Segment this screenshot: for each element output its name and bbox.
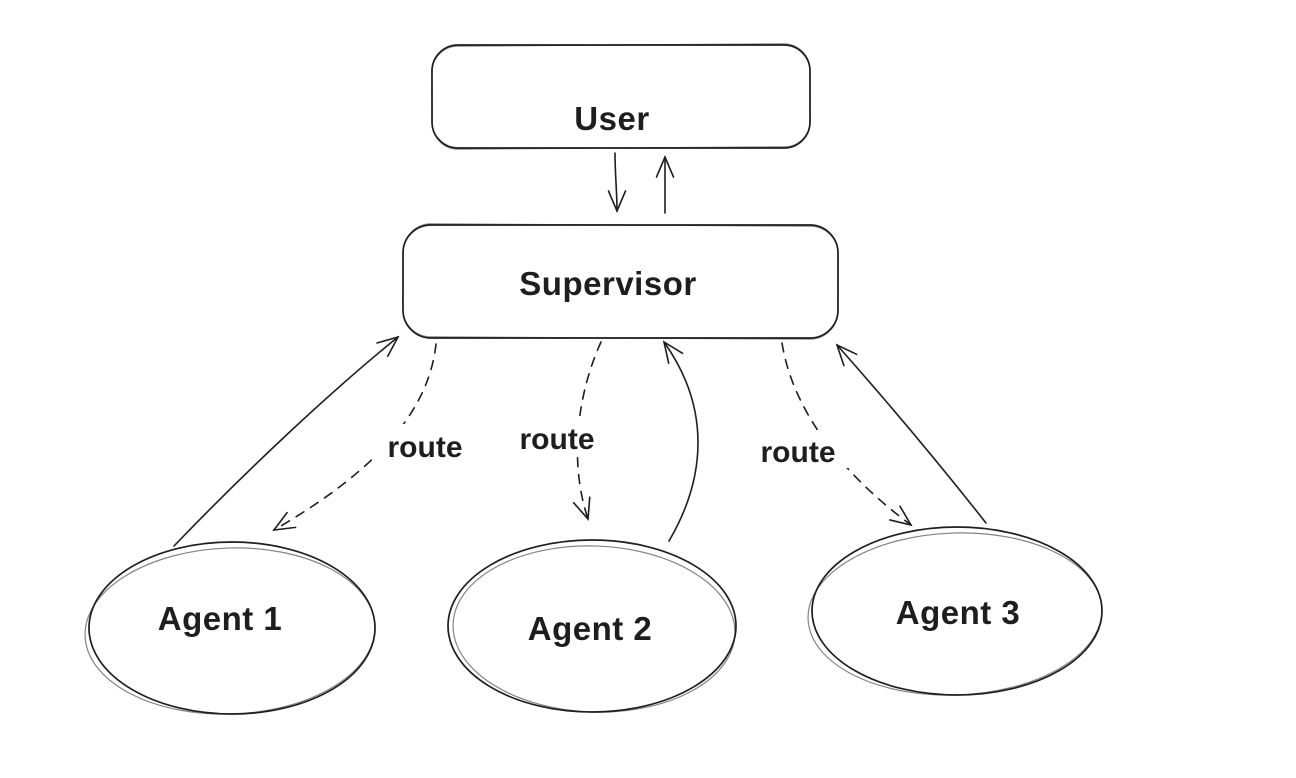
agent-2-label: Agent 2 [528,610,653,647]
route-2-label-text: route [520,423,595,456]
route-1-label-background [372,424,478,462]
agent-1-ellipse-sketch-line [84,547,376,715]
agent-3-label: Agent 3 [896,594,1021,631]
edge-agent-2-to-supervisor [662,340,699,542]
edge-agent-1-to-supervisor [173,335,400,547]
route-3-label-text: route [761,436,836,469]
user-label: User [574,100,649,137]
agent-1-label: Agent 1 [158,600,283,637]
supervisor-box-sketch-line [402,223,839,340]
node-supervisor: Supervisor [402,223,839,340]
edge-user-to-supervisor [607,152,627,214]
edge-supervisor-to-agent-1-route [272,343,437,532]
edge-label-route-2: route [504,416,610,456]
node-agent-3: Agent 3 [807,526,1103,696]
edge-agent-3-to-supervisor [835,343,987,524]
node-user: User [431,43,811,150]
route-2-label-background [504,416,610,454]
node-agent-1: Agent 1 [84,541,376,715]
node-agent-2: Agent 2 [447,539,737,713]
agent-2-ellipse-sketch-line [452,545,736,713]
route-1-label-text: route [388,431,463,464]
supervisor-label: Supervisor [519,265,696,302]
edge-label-route-1: route [372,424,478,464]
agent-3-ellipse-sketch-line [807,532,1103,696]
edge-label-route-3: route [745,430,851,469]
edge-supervisor-to-agent-3-route [781,342,913,527]
user-box-sketch-line [431,43,811,150]
route-3-label-background [745,430,851,468]
